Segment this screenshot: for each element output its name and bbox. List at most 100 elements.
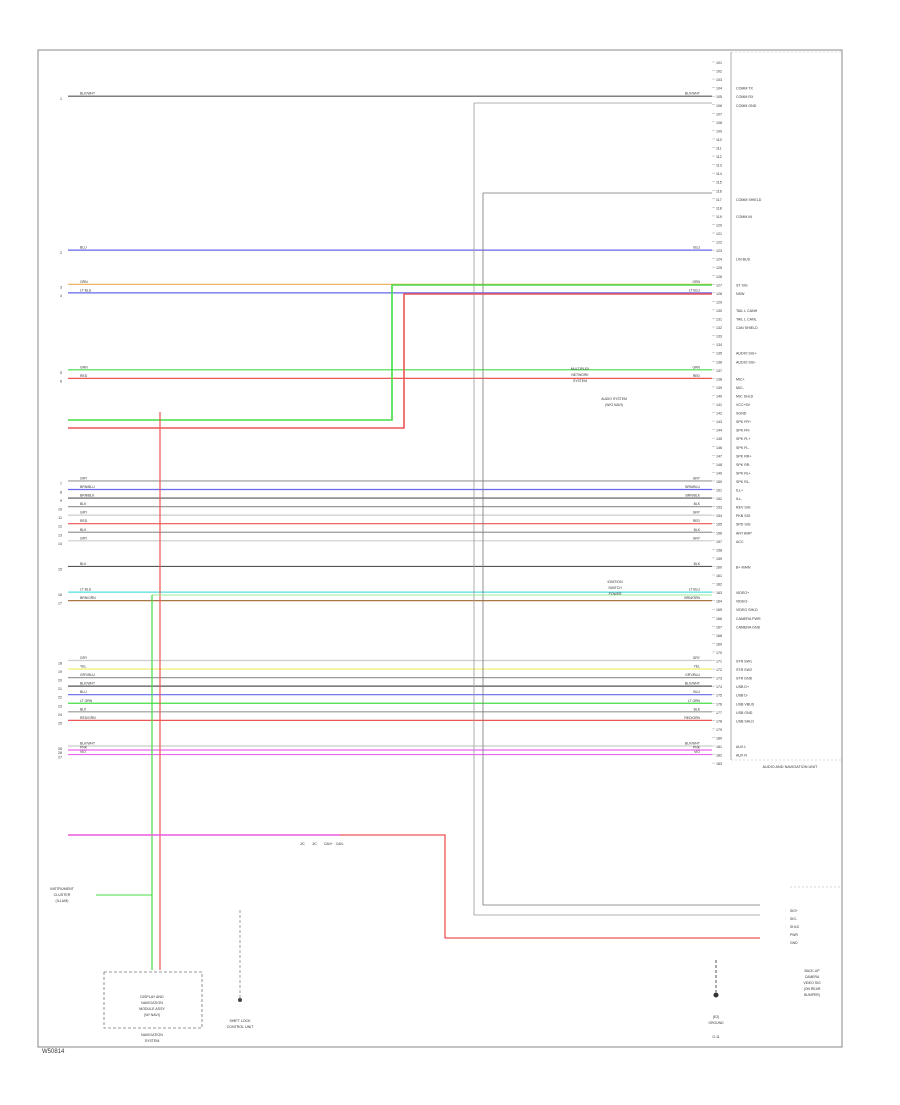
ecu-pin-number: 130 [716, 309, 722, 313]
ecu-pin-label: ANT AMP [736, 531, 752, 535]
ecu-pin-label: TAIL L CANL [736, 318, 757, 322]
ecu-pin-number: 151 [716, 489, 722, 493]
left-pin-number: 26 [58, 747, 62, 751]
wire-label-right: PNK [693, 746, 701, 750]
shield-harness-2 [482, 193, 760, 906]
left-pin-number: 22 [58, 696, 62, 700]
ignition-caption: IGNITION [607, 580, 623, 584]
instrument-caption: INSTRUMENT [50, 887, 74, 891]
ecu-pin-number: 101 [716, 61, 722, 65]
wire-label-right: LT BLU [689, 288, 701, 292]
ecu-pin-number: 152 [716, 497, 722, 501]
ecu-pin-label: SPK FL+ [736, 437, 750, 441]
ecu-pin-number: 150 [716, 480, 722, 484]
camera-pin-label: SHLD [790, 925, 800, 929]
wire-label-left: GRY [80, 536, 88, 540]
ecu-pin-label: COMM RX [736, 95, 754, 99]
ecu-pin-number: 128 [716, 292, 722, 296]
left-pin-number: 5 [60, 371, 62, 375]
ecu-pin-number: 105 [716, 95, 722, 99]
ecu-pin-label: COMM SHIELD [736, 198, 762, 202]
wire-label-left: BLK/WHT [80, 742, 95, 746]
ecu-pin-number: 116 [716, 189, 722, 193]
left-pin-number: 2 [60, 251, 62, 255]
ecu-pin-label: ACC [736, 540, 744, 544]
display-module-box [103, 971, 203, 1029]
ecu-pin-label: COMM GND [736, 104, 757, 108]
ecu-pin-number: 125 [716, 266, 722, 270]
audio-caption: (W/O NAVI) [605, 403, 623, 407]
ecu-pin-number: 181 [716, 745, 722, 749]
splice-label: J/C [300, 842, 305, 846]
wire-label-left: GRY [80, 476, 88, 480]
ecu-pin-number: 153 [716, 506, 722, 510]
display-caption: NAVIGATION [141, 1033, 163, 1037]
wire-label-left: PNK [80, 746, 88, 750]
ignition-caption: SWITCH [608, 586, 622, 590]
audio-caption: AUDIO SYSTEM [601, 397, 627, 401]
ecu-pin-number: 135 [716, 352, 722, 356]
ecu-pin-number: 141 [716, 403, 722, 407]
ecu-pin-number: 131 [716, 318, 722, 322]
wire-label-left: BLK/WHT [80, 682, 95, 686]
ecu-pin-number: 120 [716, 223, 722, 227]
wire-label-left: GRY [80, 656, 88, 660]
ecu-pin-number: 162 [716, 583, 722, 587]
left-pin-number: 20 [58, 679, 62, 683]
wire-label-right: RED [693, 519, 701, 523]
ecu-pin-number: 165 [716, 608, 722, 612]
ground-caption-bottom: G-11 [712, 1035, 719, 1039]
ecu-pin-number: 132 [716, 326, 722, 330]
left-pin-number: 3 [60, 285, 62, 289]
wire-label-left: BLK [80, 528, 87, 532]
wire-label-left: LT BLU [80, 588, 92, 592]
ecu-pin-number: 126 [716, 275, 722, 279]
display-caption: SYSTEM [145, 1039, 160, 1043]
ecu-pin-number: 155 [716, 523, 722, 527]
ecu-connector: 1011021031041051061071081091101111121131… [712, 51, 842, 769]
wire-label-right: BRN/BLU [685, 485, 700, 489]
ecu-pin-number: 122 [716, 241, 722, 245]
left-pin-number: 23 [58, 704, 62, 708]
ground-symbol-label: (E2) [713, 1015, 719, 1019]
ecu-pin-label: USB D+ [736, 685, 749, 689]
instrument-caption: CLUSTER [54, 893, 71, 897]
ecu-pin-number: 183 [716, 762, 722, 766]
left-pin-number: 11 [58, 516, 62, 520]
ecu-pin-label: STR GND [736, 677, 753, 681]
wire-label-left: BLU [80, 690, 87, 694]
ecu-pin-number: 134 [716, 343, 722, 347]
left-pin-number: 28 [58, 751, 62, 755]
wire-label-right: GRY [693, 511, 701, 515]
shield-harness-1 [473, 103, 760, 916]
ignition-caption: POWER [609, 592, 622, 596]
wire-label-right: LT BLU [689, 588, 701, 592]
wire-label-right: BLK/WHT [685, 92, 700, 96]
display-module-label: MODULE ASSY [139, 1007, 165, 1011]
ecu-pin-number: 172 [716, 668, 722, 672]
left-pin-number: 27 [58, 756, 62, 760]
ecu-pin-number: 174 [716, 685, 722, 689]
left-pin-number: 19 [58, 670, 62, 674]
splice-label: J/C [312, 842, 317, 846]
multiplex-caption: SYSTEM [573, 379, 587, 383]
wire-label-left: RED [80, 374, 88, 378]
ecu-pin-label: REV SIG [736, 506, 751, 510]
ecu-pin-label: VIDEO- [736, 600, 749, 604]
wire-label-right: RED/GRN [684, 716, 700, 720]
can-high-wire [68, 284, 712, 421]
ecu-pin-label: MIC- [736, 386, 745, 390]
left-pin-number: 21 [58, 687, 62, 691]
ecu-pin-number: 142 [716, 412, 722, 416]
left-pin-number: 25 [58, 721, 62, 725]
ecu-pin-number: 148 [716, 463, 722, 467]
ecu-pin-label: USB VBUS [736, 702, 755, 706]
left-pin-number: 24 [58, 713, 62, 717]
wire-label-left: GRN [80, 365, 88, 369]
ground-terminal [713, 992, 719, 998]
left-pin-number: 15 [58, 567, 62, 571]
wire-label-right: BLK [694, 562, 701, 566]
wire-label-left: LT GRN [80, 699, 93, 703]
ecu-pin-number: 140 [716, 394, 722, 398]
wire-label-left: GRY/BLU [80, 673, 95, 677]
